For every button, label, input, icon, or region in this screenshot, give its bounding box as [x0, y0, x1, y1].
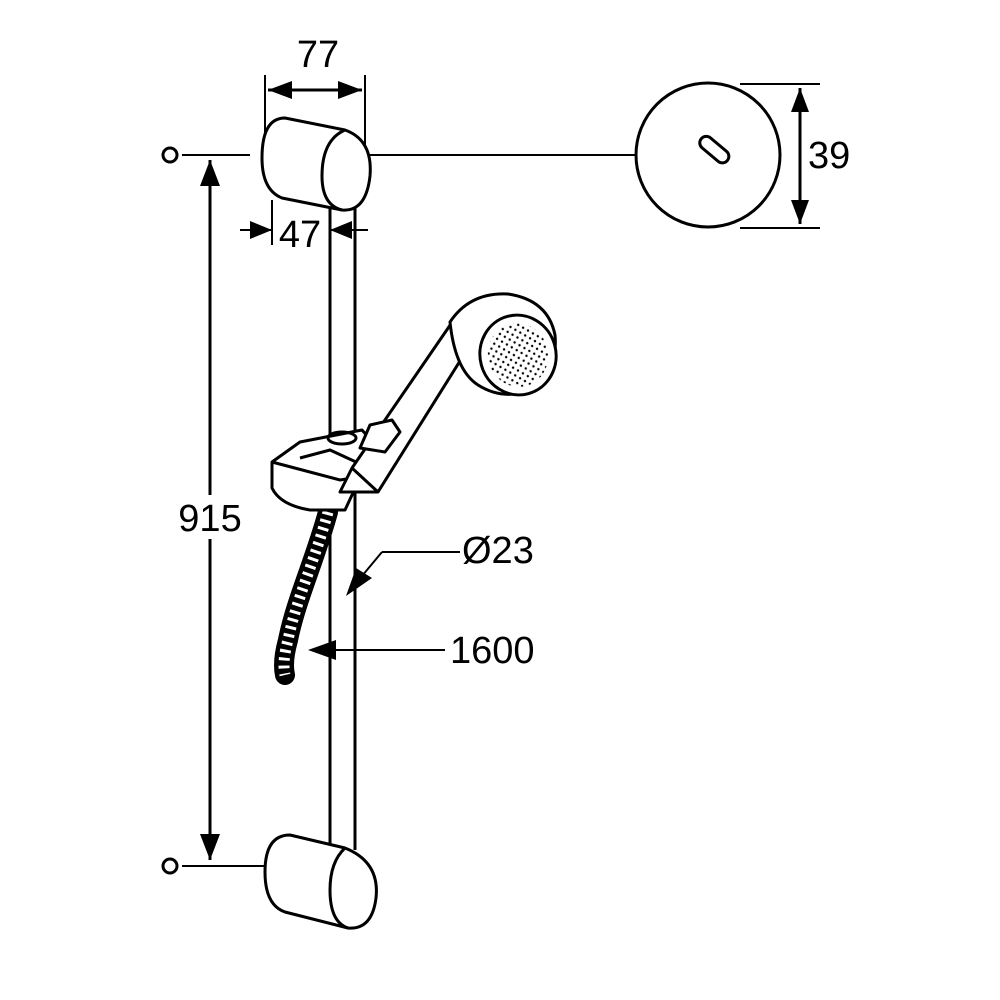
label-1600: 1600 [450, 630, 535, 672]
label-77: 77 [297, 34, 339, 76]
label-diameter-23: Ø23 [462, 530, 534, 572]
dimension-rail-diameter: Ø23 [346, 530, 534, 596]
bottom-bracket [263, 833, 378, 930]
wall-disc: 39 [634, 81, 850, 229]
top-screw-icon [161, 146, 179, 164]
dimension-rail-length: 915 [170, 160, 250, 860]
spray-face-icon [487, 323, 549, 387]
top-wall-fixing [161, 146, 640, 164]
bottom-screw-icon [161, 857, 179, 875]
dimension-bracket-depth: 77 [264, 34, 366, 150]
dimension-hose-length: 1600 [308, 630, 535, 672]
bottom-wall-fixing [161, 857, 268, 875]
label-39: 39 [808, 135, 850, 177]
shower-hose [274, 502, 338, 685]
label-915: 915 [178, 498, 241, 540]
label-47: 47 [279, 214, 321, 256]
slot-icon [698, 134, 731, 165]
top-bracket [260, 116, 372, 212]
dimension-rail-offset: 47 [240, 200, 368, 256]
hand-shower [338, 292, 558, 494]
